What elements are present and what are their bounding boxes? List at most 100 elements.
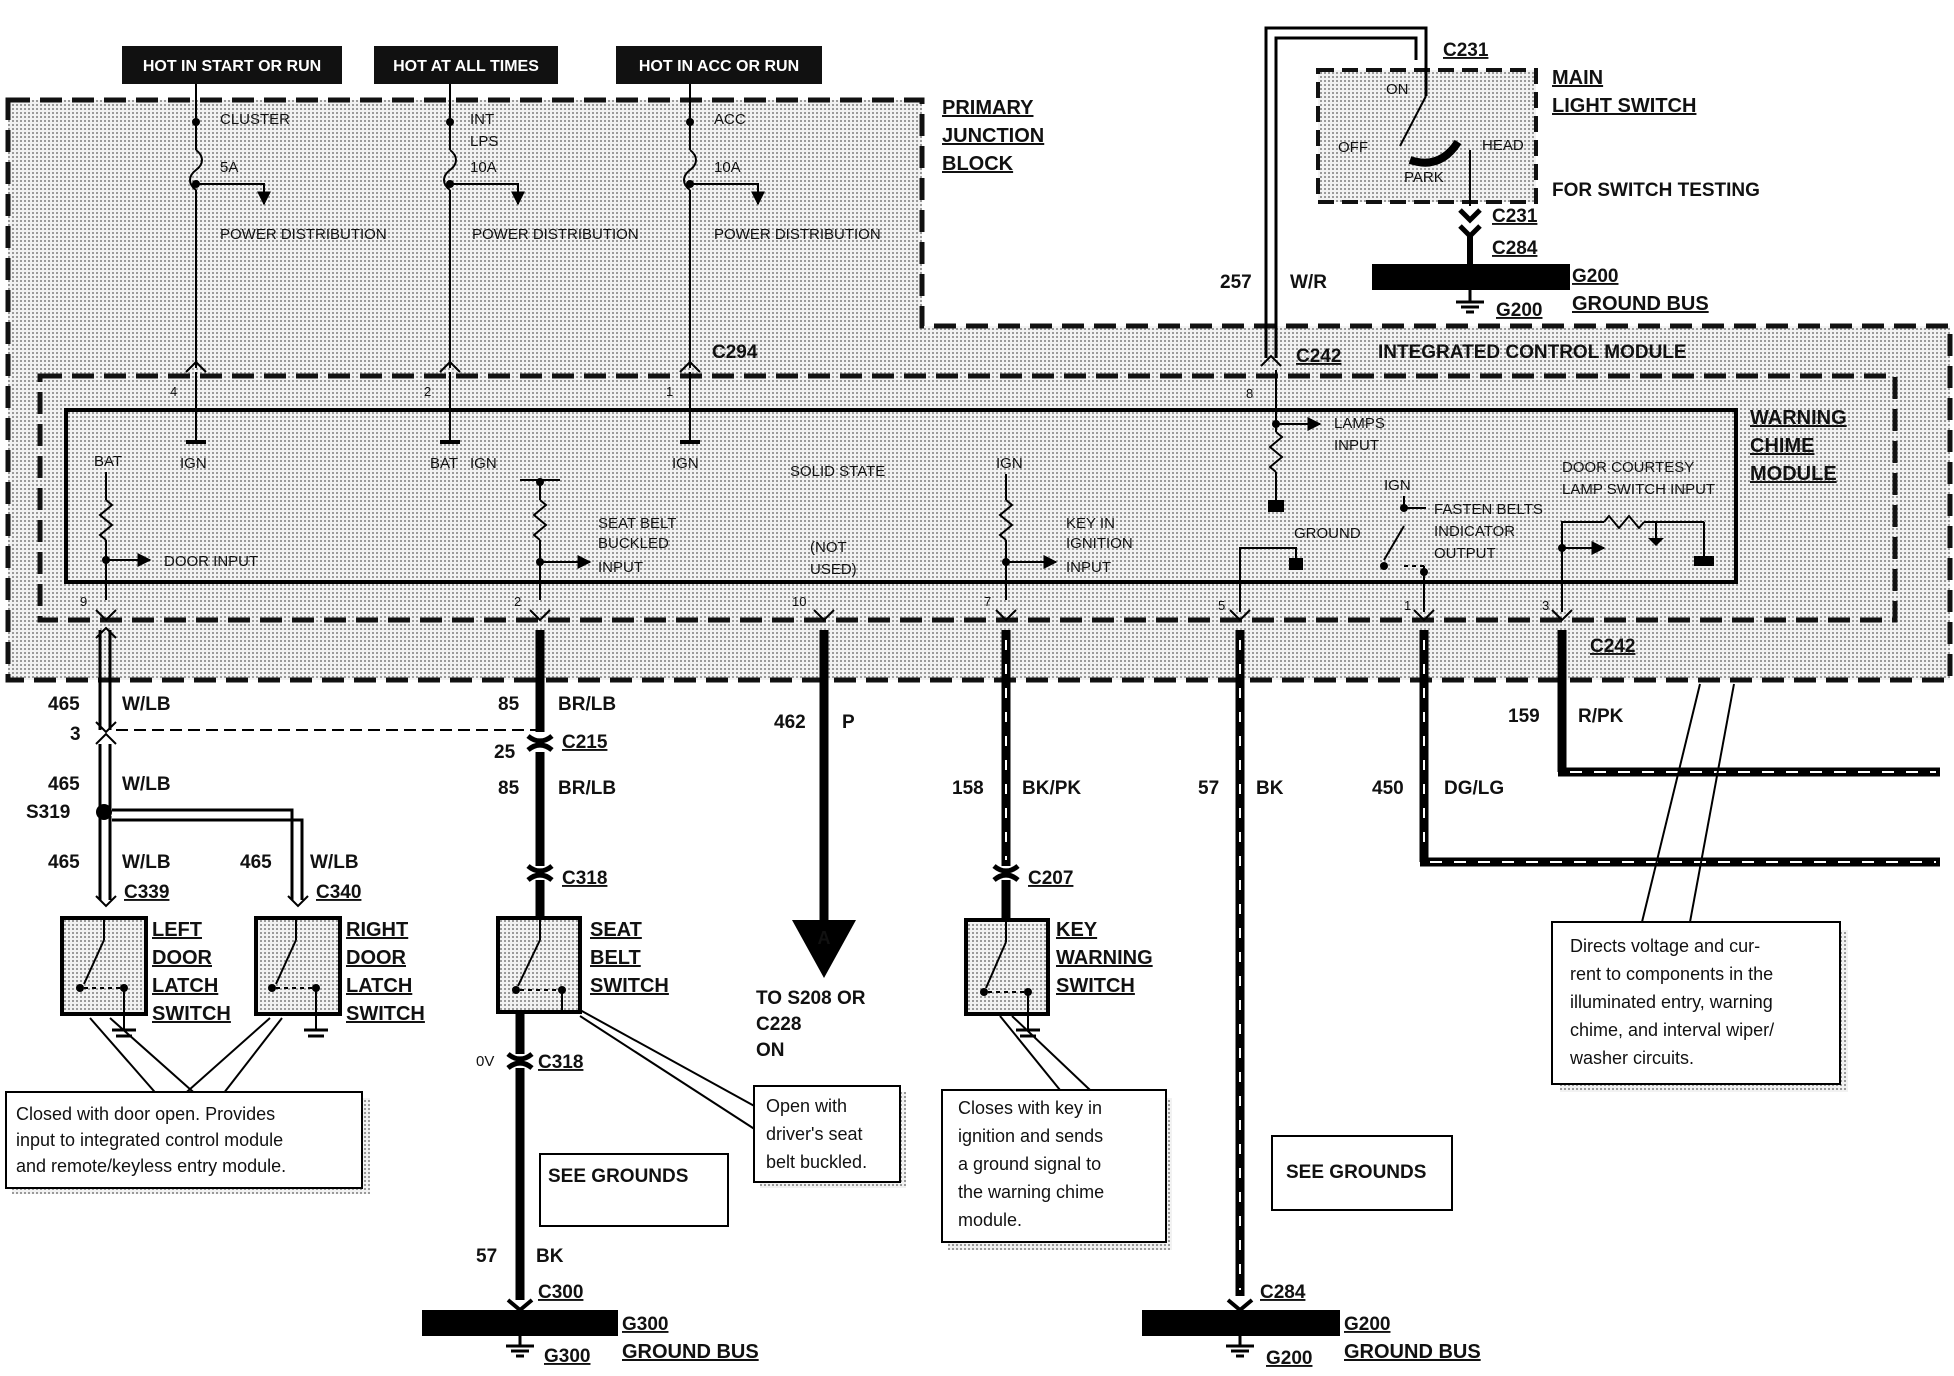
ground-bus-g300: GROUND BUS [622, 1341, 759, 1363]
key-input-2: IGNITION [1066, 535, 1133, 552]
key-note-4: the warning chime [958, 1182, 1104, 1202]
seat-belt-input-1: SEAT BELT [598, 515, 676, 532]
pin-9: 9 [80, 594, 87, 609]
wire-85: 85 BR/LB 25 C215 85 BR/LB C318 [494, 630, 616, 918]
icm-note-4: chime, and interval wiper/ [1570, 1020, 1774, 1040]
connector-c318-bottom: C318 [538, 1052, 583, 1073]
key-switch-label-3: SWITCH [1056, 975, 1135, 997]
voltage-0v: 0V [476, 1053, 494, 1070]
pin-2: 2 [514, 594, 521, 609]
ground-bus-top: GROUND BUS [1572, 293, 1709, 315]
door-input-circuit: BAT DOOR INPUT [94, 453, 258, 600]
key-input-circuit: IGN KEY IN IGNITION INPUT [996, 455, 1133, 600]
pin-2-top: 2 [424, 384, 431, 399]
wire-465a-num: 465 [48, 694, 80, 715]
wire-158: 158 BK/PK C207 [952, 630, 1081, 920]
connector-c340: C340 [316, 882, 361, 903]
wire-85b-num: 85 [498, 778, 520, 799]
wire-465c-color: W/LB [122, 852, 171, 873]
pin-1: 1 [1404, 598, 1411, 613]
right-door-label-3: LATCH [346, 975, 412, 997]
junction-block-title-3: BLOCK [942, 153, 1014, 175]
icm-note-1: Directs voltage and cur- [1570, 936, 1760, 956]
door-note-2: input to integrated control module [16, 1130, 283, 1150]
ign-label-1: IGN [180, 455, 207, 472]
left-door-label-1: LEFT [152, 919, 202, 941]
wire-450: 450 DG/LG [1372, 630, 1940, 867]
light-switch-pos-park: PARK [1404, 169, 1444, 186]
see-grounds-box-1: SEE GROUNDS [539, 1153, 729, 1227]
ground-id-g200-top: G200 [1496, 300, 1542, 321]
warning-chime-module [64, 408, 1738, 584]
fasten-belts-1: FASTEN BELTS [1434, 501, 1543, 518]
fuse-cluster: CLUSTER 5A POWER DISTRIBUTION [189, 84, 387, 368]
icm-note: Directs voltage and cur- rent to compone… [1551, 683, 1848, 1092]
power-distribution-2: POWER DISTRIBUTION [472, 226, 639, 243]
ign-label-5: IGN [1384, 477, 1411, 494]
connector-c215: C215 [562, 732, 608, 753]
pin-5: 5 [1218, 598, 1225, 613]
seat-belt-label-2: BELT [590, 947, 641, 969]
wire-465d-num: 465 [240, 852, 272, 873]
ground-circuit: GROUND [1239, 525, 1361, 612]
left-door-label-3: LATCH [152, 975, 218, 997]
pin-1-top: 1 [666, 384, 673, 399]
wire-450-color: DG/LG [1444, 778, 1504, 799]
splice-s319: S319 [26, 802, 70, 823]
power-header-acc-run: HOT IN ACC OR RUN [616, 46, 822, 84]
key-note-5: module. [958, 1210, 1022, 1230]
light-switch-title-1: MAIN [1552, 67, 1603, 89]
wire-257-color: W/R [1290, 272, 1327, 293]
ground-bus-g200-top: G200 G200 GROUND BUS [1372, 264, 1709, 321]
icm-title: INTEGRATED CONTROL MODULE [1378, 342, 1687, 363]
right-door-label-1: RIGHT [346, 919, 408, 941]
wire-159-color: R/PK [1578, 706, 1624, 727]
wire-159-num: 159 [1508, 706, 1540, 727]
connector-c207: C207 [1028, 868, 1073, 889]
svg-text:HOT IN ACC OR RUN: HOT IN ACC OR RUN [639, 58, 799, 75]
seat-belt-switch: SEAT BELT SWITCH 0V C318 [476, 916, 669, 1300]
not-used-1: (NOT [810, 539, 847, 556]
wire-158-num: 158 [952, 778, 984, 799]
lamps-input-1: LAMPS [1334, 415, 1385, 432]
wcm-title-1: WARNING [1750, 407, 1847, 429]
pin-4: 4 [170, 384, 177, 399]
key-switch-label-2: WARNING [1056, 947, 1153, 969]
c242-bottom-pins: 9 2 10 7 5 1 3 C242 [80, 594, 1635, 657]
ground-bus-g200-bottom: GROUND BUS [1344, 1341, 1481, 1363]
wcm-title-3: MODULE [1750, 463, 1837, 485]
svg-text:HOT IN START OR RUN: HOT IN START OR RUN [143, 58, 321, 75]
pin-10: 10 [792, 594, 806, 609]
fuse2-name-2: LPS [470, 133, 498, 150]
seat-note-1: Open with [766, 1096, 847, 1116]
wire-57b-num: 57 [1198, 778, 1219, 799]
seat-belt-label-3: SWITCH [590, 975, 669, 997]
wire-465: 465 W/LB 3 465 W/LB S319 465 W/LB 465 W/… [26, 626, 536, 908]
key-note-1: Closes with key in [958, 1098, 1102, 1118]
connector-c318-top: C318 [562, 868, 607, 889]
right-door-label-4: SWITCH [346, 1003, 425, 1025]
door-note-1: Closed with door open. Provides [16, 1104, 275, 1124]
icm-note-3: illuminated entry, warning [1570, 992, 1773, 1012]
light-switch-pos-off: OFF [1338, 139, 1368, 156]
power-header-start-run: HOT IN START OR RUN [122, 46, 342, 84]
wire-257: 257 W/R [1220, 26, 1428, 367]
wire-158-color: BK/PK [1022, 778, 1081, 799]
left-door-latch-switch: LEFT DOOR LATCH SWITCH [60, 916, 231, 1038]
key-warning-switch: KEY WARNING SWITCH [964, 918, 1153, 1038]
wire-465c-num: 465 [48, 852, 80, 873]
fuse2-rating: 10A [470, 159, 497, 176]
wire-257-num: 257 [1220, 272, 1252, 293]
light-switch-pos-head: HEAD [1482, 137, 1524, 154]
fuse3-name: ACC [714, 111, 746, 128]
connector-c231-bottom: C231 [1492, 206, 1538, 227]
connector-c231-top: C231 [1443, 40, 1489, 61]
wire-450-num: 450 [1372, 778, 1404, 799]
power-distribution-3: POWER DISTRIBUTION [714, 226, 881, 243]
key-switch-note: Closes with key in ignition and sends a … [941, 1015, 1172, 1250]
ground-label: GROUND [1294, 525, 1361, 542]
ign-label-4: IGN [996, 455, 1023, 472]
fuse-acc: ACC 10A POWER DISTRIBUTION [683, 84, 881, 368]
fuse3-rating: 10A [714, 159, 741, 176]
ground-label-g300: G300 [622, 1314, 668, 1335]
